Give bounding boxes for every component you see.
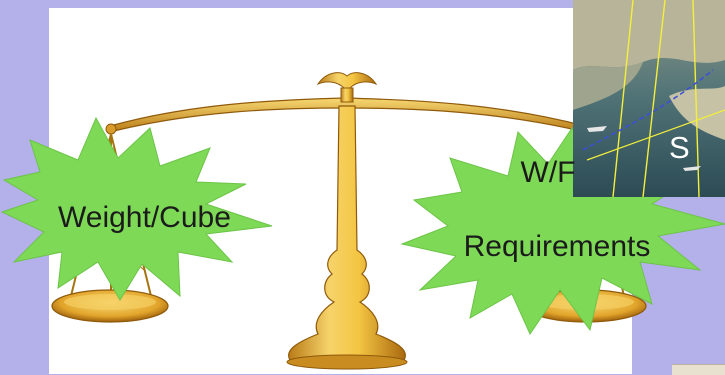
wf-label: W/F (520, 156, 576, 189)
balance-pillar (288, 105, 406, 361)
map-photo-letter: S (669, 130, 690, 165)
left-starburst-icon (0, 116, 273, 301)
map-photo: S (573, 0, 725, 197)
requirements-label: Requirements (463, 230, 651, 263)
bottom-image-strip (672, 364, 725, 375)
weight-cube-label: Weight/Cube (58, 201, 231, 234)
map-photo-graphic (573, 0, 725, 197)
right-starburst-icon (400, 126, 725, 336)
balance-finial (316, 72, 378, 89)
